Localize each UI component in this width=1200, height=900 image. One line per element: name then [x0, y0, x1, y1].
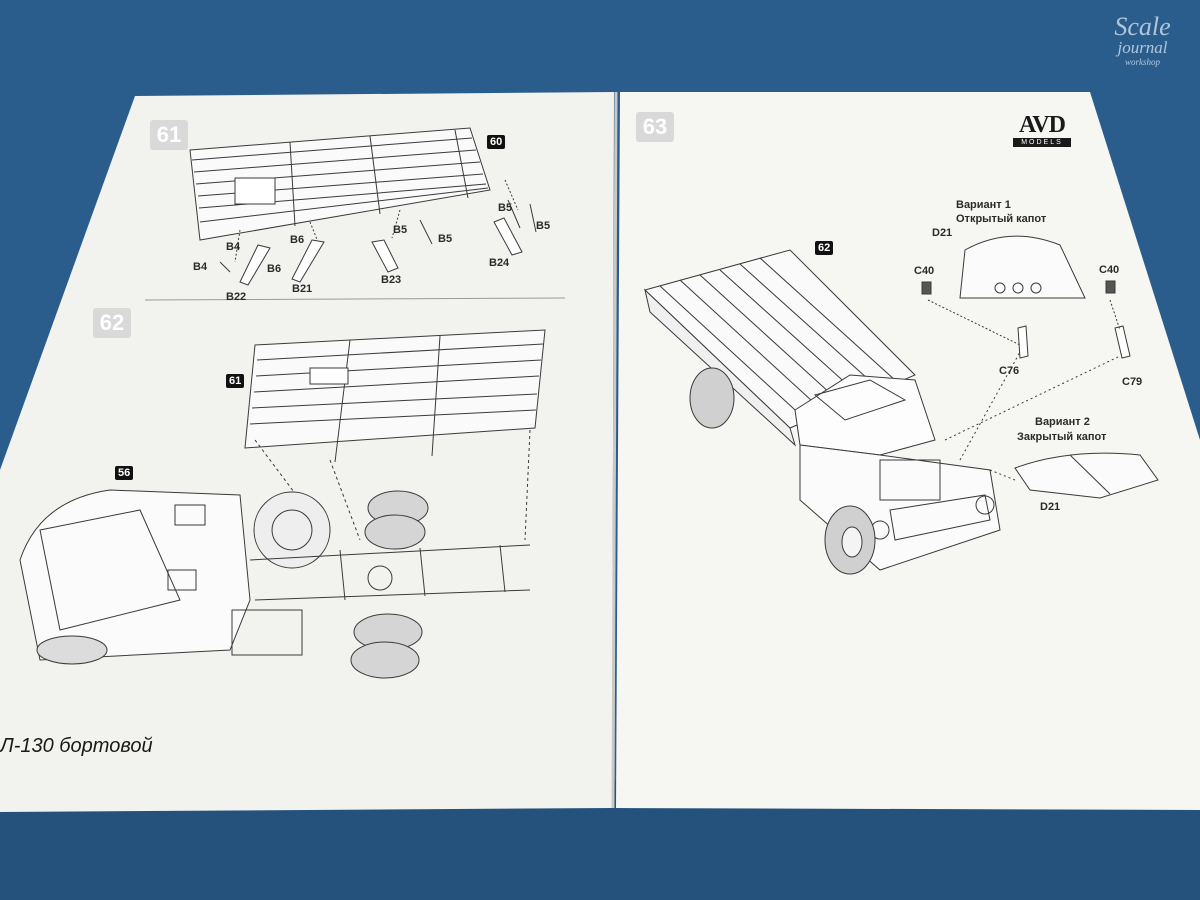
part-label-b6: B6: [267, 263, 282, 275]
watermark-line1: Scale: [1114, 12, 1171, 41]
ref-badge-60: 60: [487, 135, 506, 149]
ref-badge-56: 56: [115, 466, 134, 480]
part-label-b5: B5: [498, 202, 513, 214]
variant2-title: Вариант 2: [1035, 416, 1090, 428]
booklet-title: Л-130 бортовой: [0, 735, 153, 757]
watermark-line2: journal: [1117, 38, 1168, 57]
part-label-b4: B4: [193, 261, 208, 273]
part-label-c76: C76: [999, 365, 1020, 377]
variant1-subtitle: Открытый капот: [956, 213, 1047, 225]
part-label-c79: C79: [1122, 376, 1143, 388]
step-divider: [144, 297, 566, 301]
step-number-62: 62: [93, 308, 131, 338]
step63-truck-drawing: [644, 235, 1159, 575]
part-label-b21: B21: [292, 283, 313, 295]
ref-badge-61: 61: [226, 374, 245, 388]
part-label-d21: D21: [1040, 501, 1061, 513]
brand-name: AVD: [1019, 112, 1066, 138]
brand-sub: MODELS: [1013, 138, 1071, 147]
part-label-d21: D21: [932, 227, 953, 239]
part-label-b22: B22: [226, 291, 247, 303]
part-label-b5: B5: [438, 233, 453, 245]
step-number-61: 61: [150, 120, 188, 150]
avd-models-logo: AVD MODELS: [1013, 113, 1071, 153]
part-label-b4: B4: [226, 241, 241, 253]
ref-badge-62: 62: [815, 241, 834, 255]
part-label-b23: B23: [381, 274, 402, 286]
part-label-b6: B6: [290, 234, 305, 246]
step62-chassis-drawing: [19, 329, 546, 679]
scale-journal-watermark: Scale journal workshop: [1095, 14, 1190, 68]
right-page: [616, 92, 1200, 810]
part-label-c40: C40: [1099, 264, 1120, 276]
step-number-63: 63: [636, 112, 674, 142]
part-label-b5: B5: [536, 220, 551, 232]
part-label-b5: B5: [393, 224, 408, 236]
part-label-b24: B24: [489, 257, 510, 269]
step61-bed-drawing: [189, 127, 537, 286]
page-spine: [611, 91, 618, 809]
part-label-c40: C40: [914, 265, 935, 277]
watermark-line3: workshop: [1124, 57, 1160, 67]
variant1-title: Вариант 1: [956, 199, 1011, 211]
variant2-subtitle: Закрытый капот: [1017, 431, 1107, 443]
